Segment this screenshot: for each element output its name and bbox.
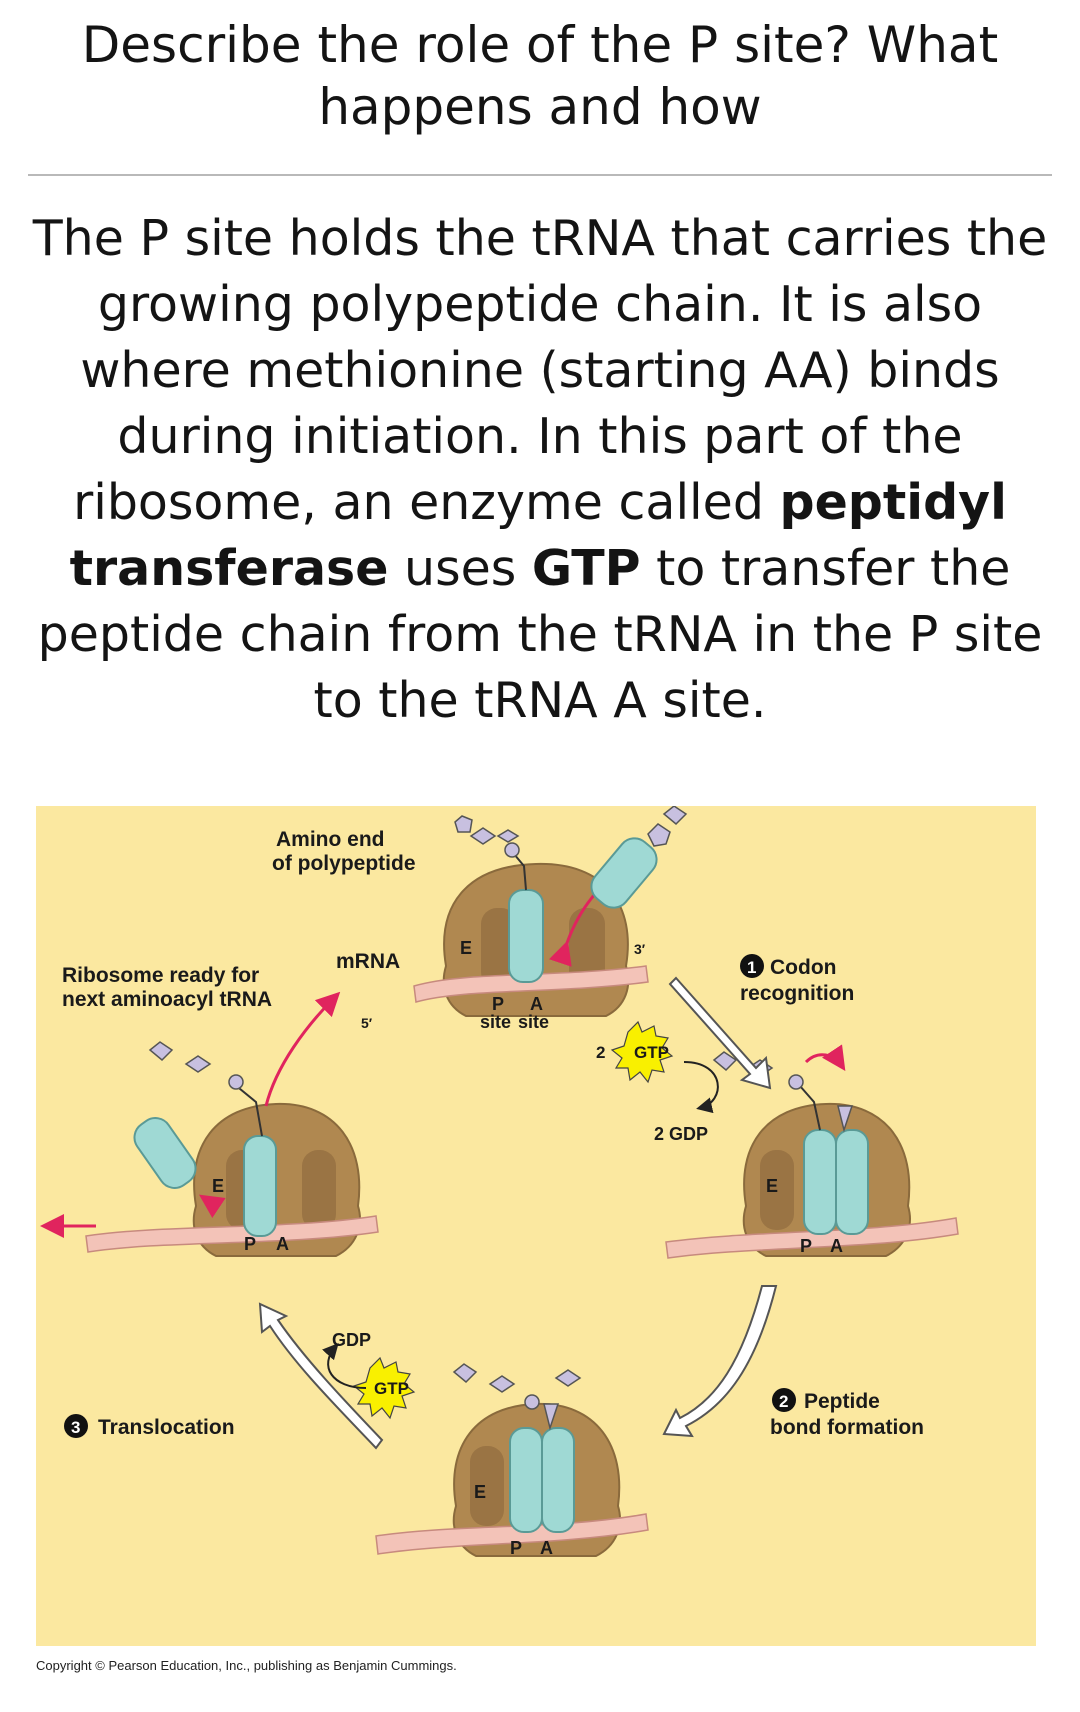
answer-part-3: to transfer the peptide chain from the t… — [37, 540, 1043, 729]
translation-cycle-figure: Amino end of polypeptide mRNA 5′ 3′ E P … — [36, 806, 1036, 1646]
step2-number: 2 — [779, 1392, 788, 1411]
copyright-notice: Copyright © Pearson Education, Inc., pub… — [36, 1658, 457, 1673]
ribosome-left — [40, 991, 379, 1257]
ribosome-bottom — [375, 1363, 649, 1557]
step3-number-badge — [64, 1414, 88, 1438]
five-prime-label: 5′ — [361, 1015, 373, 1031]
question-text: Describe the role of the P site? What ha… — [81, 16, 999, 136]
bottom-e-site-label: E — [474, 1482, 486, 1502]
three-prime-label: 3′ — [634, 941, 646, 957]
gtp-star-top — [610, 1020, 674, 1084]
step2-arrow — [662, 1285, 778, 1438]
amino-end-label-2: of polypeptide — [272, 852, 416, 875]
ribosome-top — [413, 815, 649, 1017]
top-p-site-word: site — [480, 1012, 511, 1032]
step1-label-2: recognition — [740, 982, 854, 1005]
step2-number-badge — [772, 1388, 796, 1412]
step1-arrow — [668, 976, 772, 1090]
top-p-site-label: P — [492, 994, 504, 1014]
right-p-site-label: P — [800, 1236, 812, 1256]
gdp-label: GDP — [332, 1330, 371, 1350]
left-a-site-label: A — [276, 1234, 289, 1254]
left-p-site-label: P — [244, 1234, 256, 1254]
top-e-site-label: E — [460, 938, 472, 958]
two-gtp-count: 2 — [596, 1043, 605, 1062]
answer-part-2: uses — [388, 540, 532, 597]
gtp-label-bottom: GTP — [374, 1379, 409, 1398]
left-e-site-label: E — [212, 1176, 224, 1196]
mrna-label: mRNA — [336, 950, 400, 973]
two-gdp-label: 2 GDP — [654, 1124, 708, 1144]
answer-bold-peptidyl-transferase: peptidyl transferase — [69, 474, 1007, 597]
ribosome-ready-label-1: Ribosome ready for — [62, 964, 259, 987]
step3-label: Translocation — [98, 1416, 235, 1439]
top-a-site-label: A — [530, 994, 543, 1014]
step2-label-2: bond formation — [770, 1416, 924, 1439]
right-a-site-label: A — [830, 1236, 843, 1256]
step3-number: 3 — [71, 1418, 80, 1437]
ribosome-ready-label-2: next aminoacyl tRNA — [62, 988, 272, 1011]
ribosome-right — [665, 1044, 959, 1259]
gtp-star-bottom — [352, 1356, 416, 1420]
step3-arrow — [258, 1302, 384, 1450]
bottom-a-site-label: A — [540, 1538, 553, 1558]
gtp-label-top: GTP — [634, 1043, 669, 1062]
top-a-site-word: site — [518, 1012, 549, 1032]
bottom-p-site-label: P — [510, 1538, 522, 1558]
step1-number: 1 — [747, 958, 756, 977]
step1-number-badge — [740, 954, 764, 978]
answer-part-1: The P site holds the tRNA that carries t… — [32, 210, 1048, 531]
translation-cycle-diagram: Amino end of polypeptide mRNA 5′ 3′ E P … — [40, 806, 959, 1558]
answer-text: The P site holds the tRNA that carries t… — [20, 206, 1060, 734]
step2-label-1: Peptide — [804, 1390, 880, 1413]
right-e-site-label: E — [766, 1176, 778, 1196]
answer-bold-gtp: GTP — [531, 540, 641, 597]
amino-end-label-1: Amino end — [276, 828, 385, 851]
incoming-trna — [590, 806, 688, 909]
divider — [28, 174, 1052, 176]
step1-label-1: Codon — [770, 956, 836, 979]
